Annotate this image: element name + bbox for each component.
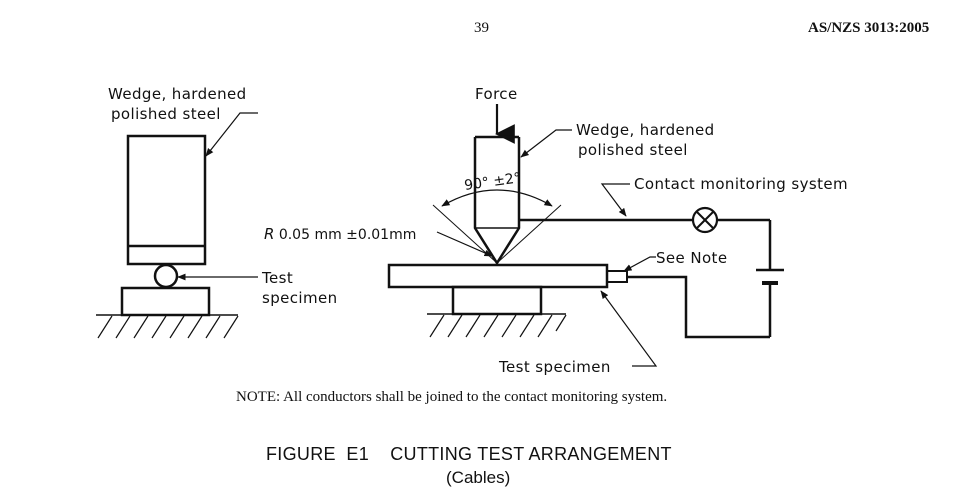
see-note-leader xyxy=(623,256,656,272)
standard-identifier: AS/NZS 3013:2005 xyxy=(808,20,930,36)
angle-ext-right xyxy=(496,204,562,264)
side-ground-hatch xyxy=(97,315,239,339)
side-specimen xyxy=(153,263,179,289)
front-specimen-label: Test specimen xyxy=(498,358,611,376)
side-support xyxy=(120,286,211,317)
side-wedge-label-line2: polished steel xyxy=(111,105,221,123)
see-note-label: See Note xyxy=(656,249,727,267)
side-specimen-label-line2: specimen xyxy=(262,289,338,307)
figure-note: NOTE: All conductors shall be joined to … xyxy=(236,389,668,405)
indicator-lamp-icon xyxy=(691,206,719,234)
front-wedge-label-line1: Wedge, hardened xyxy=(576,121,715,139)
front-specimen-leader xyxy=(600,290,658,367)
front-ground-hatch xyxy=(429,314,567,338)
radius-leader xyxy=(436,231,493,257)
front-view xyxy=(387,104,784,367)
side-view xyxy=(96,112,258,339)
contact-label: Contact monitoring system xyxy=(634,175,848,193)
contact-leader xyxy=(600,183,630,217)
side-specimen-label-line1: Test xyxy=(261,269,293,287)
front-support xyxy=(451,285,543,316)
angle-label: 90° ±2° xyxy=(463,170,522,194)
figure-title: FIGURE E1 CUTTING TEST ARRANGEMENT xyxy=(266,444,672,464)
figure-subtitle: (Cables) xyxy=(446,468,511,487)
specimen-connector xyxy=(606,270,628,283)
side-wedge-leader xyxy=(205,112,258,157)
radius-label: R 0.05 mm ±0.01mm xyxy=(264,225,416,243)
force-label: Force xyxy=(475,85,518,103)
radius-value: 0.05 mm ±0.01mm xyxy=(279,227,417,243)
angle-arc xyxy=(441,189,553,207)
front-wedge-leader xyxy=(520,129,572,158)
front-wedge xyxy=(473,137,521,266)
front-wedge-label-line2: polished steel xyxy=(578,141,688,159)
side-wedge-label-line1: Wedge, hardened xyxy=(108,85,247,103)
radius-symbol: R xyxy=(264,225,275,243)
battery-icon xyxy=(756,268,784,285)
page-number: 39 xyxy=(474,20,489,36)
circuit-bottom-wire xyxy=(627,275,770,339)
front-specimen xyxy=(387,263,609,289)
